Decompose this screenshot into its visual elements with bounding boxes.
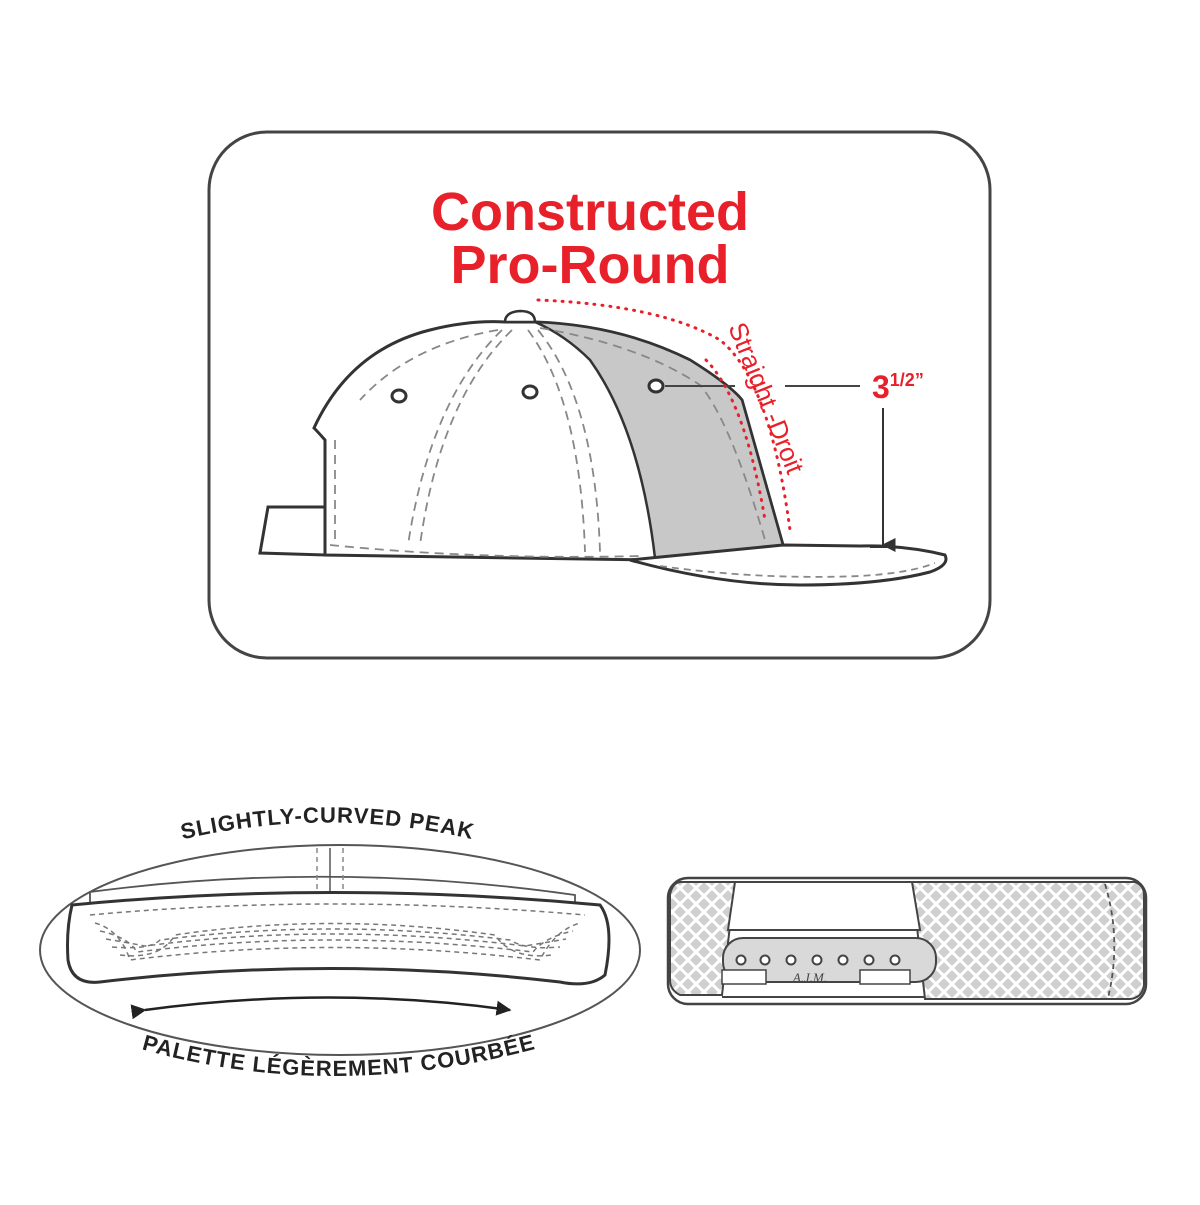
peak-visor bbox=[66, 891, 611, 986]
closure-diagram: A.J.M. bbox=[666, 876, 1148, 1006]
snap-hole bbox=[837, 954, 849, 966]
peak-diagram: SLIGHTLY-CURVED PEAK PALETTE LÉGÈREMENT … bbox=[39, 802, 641, 1081]
eyelet-front bbox=[647, 378, 665, 394]
mesh-seam bbox=[1104, 883, 1116, 999]
peak-label-en: SLIGHTLY-CURVED PEAK bbox=[178, 802, 477, 844]
snap-hole bbox=[785, 954, 797, 966]
eyelets bbox=[390, 378, 665, 404]
height-fraction: 1/2” bbox=[890, 370, 924, 390]
brand-stamp: A.J.M. bbox=[792, 970, 827, 985]
snap-holes bbox=[735, 954, 901, 966]
card-title-line2: Pro-Round bbox=[451, 235, 730, 295]
peak-label-en-path: SLIGHTLY-CURVED PEAK bbox=[178, 802, 476, 844]
strap-tab-left bbox=[721, 969, 767, 985]
snap-hole bbox=[735, 954, 747, 966]
snap-hole bbox=[759, 954, 771, 966]
eyelet-back bbox=[390, 388, 408, 404]
peak-stitching bbox=[89, 903, 586, 961]
eyelet-middle bbox=[521, 384, 539, 400]
snap-hole bbox=[889, 954, 901, 966]
height-whole: 3 bbox=[872, 369, 890, 405]
panel-seams bbox=[329, 327, 766, 558]
strap-tab-right bbox=[859, 969, 911, 985]
snap-hole bbox=[863, 954, 875, 966]
closure-opening bbox=[726, 881, 922, 931]
curve-double-arrow bbox=[130, 996, 512, 1020]
crown-curve-dots-inner bbox=[704, 358, 767, 522]
back-strap bbox=[258, 505, 327, 557]
mesh-panel-left bbox=[669, 881, 737, 996]
profile-card: Constructed Pro-Round bbox=[207, 130, 992, 660]
height-measurement: 31/2” bbox=[872, 369, 924, 405]
top-button bbox=[503, 309, 537, 324]
crown-curve-dots bbox=[536, 298, 792, 532]
visor-stitch bbox=[659, 562, 936, 578]
mesh-panel-right bbox=[910, 881, 1145, 1000]
card-title-line1: Constructed bbox=[431, 182, 749, 242]
snap-hole bbox=[811, 954, 823, 966]
